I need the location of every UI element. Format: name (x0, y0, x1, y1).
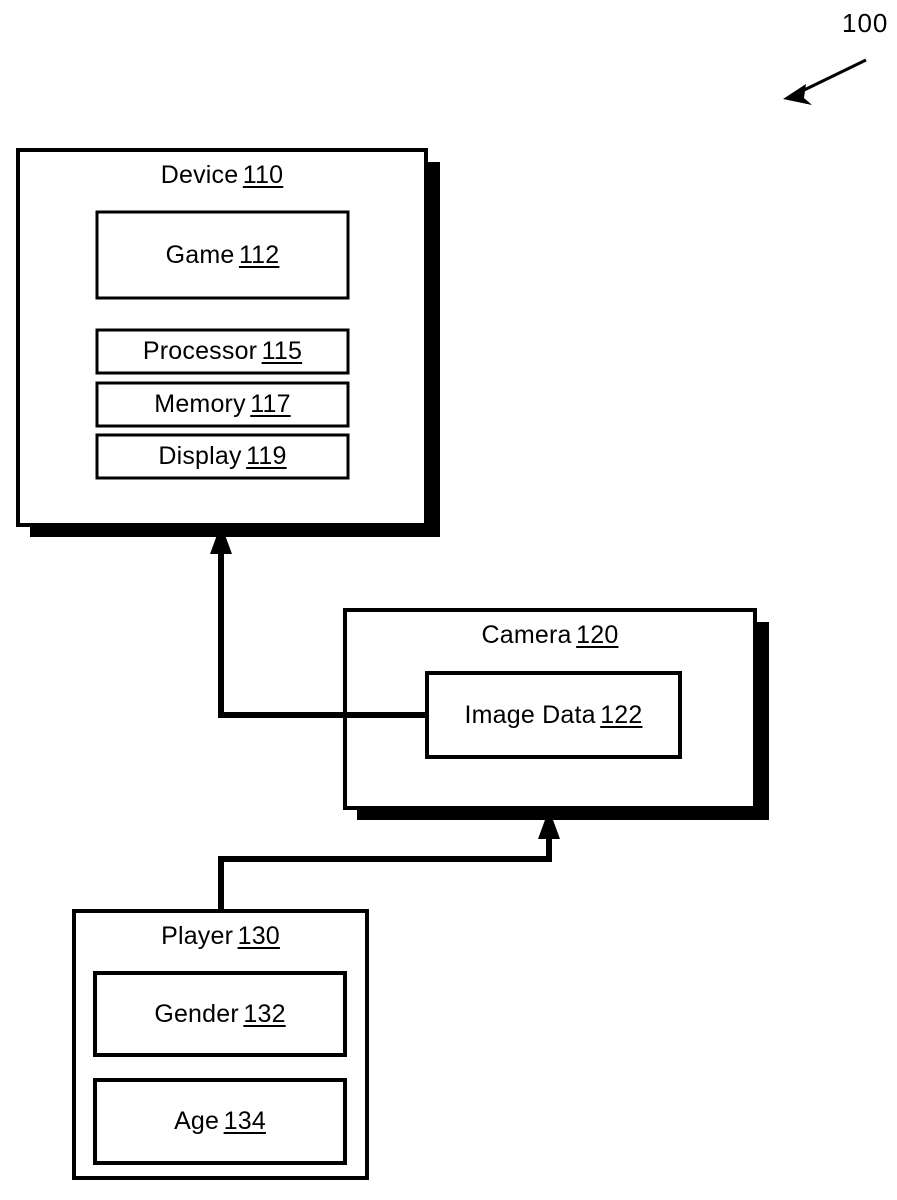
memory-box (95, 381, 350, 428)
player-label-text: Player (161, 922, 234, 950)
arrowhead-up-icon (210, 524, 232, 554)
device-label: Device 110 (18, 163, 426, 188)
memory-label-number: 117 (250, 390, 291, 418)
game-box (95, 210, 350, 300)
pointer-line (799, 58, 867, 94)
memory-label: Memory 117 (97, 392, 348, 417)
processor-label-number: 115 (261, 337, 303, 365)
game-label: Game 112 (97, 243, 348, 268)
game-label-number: 112 (238, 241, 280, 269)
image-data-label: Image Data 122 (427, 703, 680, 728)
connector-line (218, 836, 552, 911)
figure-reference-numeral: 100 (842, 8, 889, 38)
connector-player-to-camera (218, 809, 560, 911)
age-label: Age 134 (95, 1109, 345, 1134)
display-label-number: 119 (246, 442, 287, 470)
device-label-text: Device (160, 161, 239, 189)
display-label-text: Display (158, 442, 242, 470)
processor-box (95, 328, 350, 375)
camera-label: Camera 120 (345, 623, 755, 648)
camera-node (343, 608, 769, 820)
gender-box (93, 971, 347, 1057)
device-label-number: 110 (242, 161, 284, 189)
arrowhead-up-icon (538, 809, 560, 839)
figure-reference-pointer (783, 58, 867, 105)
age-label-text: Age (174, 1107, 220, 1135)
processor-label-text: Processor (142, 337, 258, 365)
age-box (93, 1078, 347, 1165)
diagonal-arrow-down-left-icon (783, 84, 812, 105)
connector-line (218, 552, 427, 718)
gender-label-number: 132 (243, 1000, 286, 1028)
game-label-text: Game (165, 241, 235, 269)
gender-label-text: Gender (154, 1000, 239, 1028)
image-data-label-text: Image Data (464, 701, 596, 729)
age-label-number: 134 (223, 1107, 266, 1135)
image-data-box (425, 671, 682, 759)
connector-image-data-to-device (210, 524, 427, 718)
player-node (72, 909, 369, 1180)
device-node (16, 148, 440, 537)
memory-label-text: Memory (154, 390, 246, 418)
gender-label: Gender 132 (95, 1002, 345, 1027)
player-label-number: 130 (237, 922, 280, 950)
display-label: Display 119 (97, 444, 348, 469)
camera-label-number: 120 (576, 621, 619, 649)
image-data-label-number: 122 (600, 701, 643, 729)
player-label: Player 130 (74, 924, 367, 949)
processor-label: Processor 115 (97, 339, 348, 364)
display-box (95, 433, 350, 480)
camera-label-text: Camera (481, 621, 572, 649)
